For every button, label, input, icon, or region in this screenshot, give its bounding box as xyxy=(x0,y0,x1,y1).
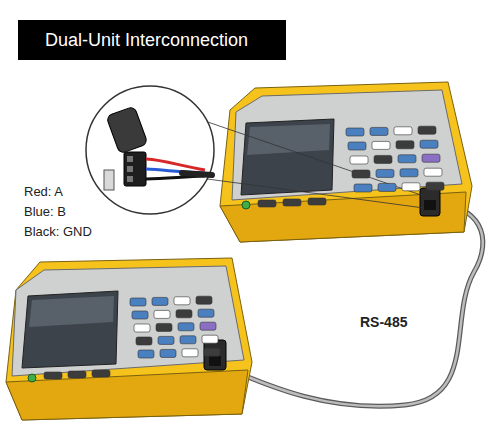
device-key xyxy=(130,298,146,306)
wire-label: Blue: B xyxy=(24,204,66,219)
device-key xyxy=(158,336,174,344)
power-led xyxy=(28,374,36,382)
device-key xyxy=(176,310,192,318)
device-key xyxy=(348,142,366,150)
connector-plug xyxy=(424,200,436,210)
device-key xyxy=(174,297,190,305)
device-key xyxy=(44,372,62,379)
power-led xyxy=(242,201,250,209)
device-front xyxy=(6,370,248,420)
device-key xyxy=(372,141,390,149)
device-key xyxy=(370,127,388,135)
screen-glare xyxy=(29,296,114,327)
device-body xyxy=(220,82,472,242)
device-key xyxy=(154,310,170,318)
device-key xyxy=(396,141,414,149)
device-key xyxy=(378,183,396,191)
zoom-circle xyxy=(86,86,214,214)
device-panel xyxy=(232,90,462,200)
connector-plug xyxy=(209,356,221,366)
device-key xyxy=(132,311,148,319)
device-key xyxy=(160,349,176,357)
zoom-flap xyxy=(106,106,148,154)
device-key xyxy=(283,199,301,206)
device-body xyxy=(6,258,252,420)
device-key xyxy=(346,128,364,136)
device-key xyxy=(418,126,436,134)
leader-line xyxy=(200,178,424,208)
device-key xyxy=(180,336,196,344)
title-text: Dual-Unit Interconnection xyxy=(45,30,248,51)
device-key xyxy=(204,348,220,356)
device-key xyxy=(156,323,172,331)
device-key xyxy=(426,182,444,190)
device-key xyxy=(202,335,218,343)
device-key xyxy=(258,200,276,207)
terminal-screw xyxy=(127,166,133,172)
device-key xyxy=(424,168,442,176)
device-key xyxy=(394,127,412,135)
connector-flap xyxy=(204,340,226,370)
device-key xyxy=(400,169,418,177)
device-key xyxy=(420,140,438,148)
cable-jacket xyxy=(182,173,212,175)
title-bar: Dual-Unit Interconnection xyxy=(18,20,286,60)
signal-label: RS-485 xyxy=(360,314,407,330)
wire-label: Red: A xyxy=(24,184,63,199)
device-key xyxy=(138,350,154,358)
leader-line xyxy=(196,118,424,196)
device-key xyxy=(354,184,372,192)
device-screen xyxy=(241,119,334,195)
device-key xyxy=(402,183,420,191)
terminal-screw xyxy=(127,176,133,182)
device-key xyxy=(374,155,392,163)
device-key xyxy=(152,297,168,305)
device-key xyxy=(422,154,440,162)
device-key xyxy=(134,324,150,332)
device-key xyxy=(182,349,198,357)
device-key xyxy=(92,370,110,377)
device-key xyxy=(350,156,368,164)
key-group xyxy=(44,126,444,379)
housing-edge xyxy=(104,170,114,190)
terminal-screw xyxy=(127,156,133,162)
device-key xyxy=(196,296,212,304)
device-key xyxy=(376,169,394,177)
device-key xyxy=(198,309,214,317)
device-key xyxy=(68,371,86,378)
terminal-block xyxy=(124,152,146,186)
device-key xyxy=(398,155,416,163)
device-panel xyxy=(12,266,244,376)
device-key xyxy=(308,198,326,205)
device-screen xyxy=(22,291,118,368)
device-key xyxy=(136,337,152,345)
wire-label: Black: GND xyxy=(24,224,92,239)
connector-flap xyxy=(420,188,440,216)
device-key xyxy=(178,323,194,331)
device-key xyxy=(352,170,370,178)
device-key xyxy=(200,322,216,330)
